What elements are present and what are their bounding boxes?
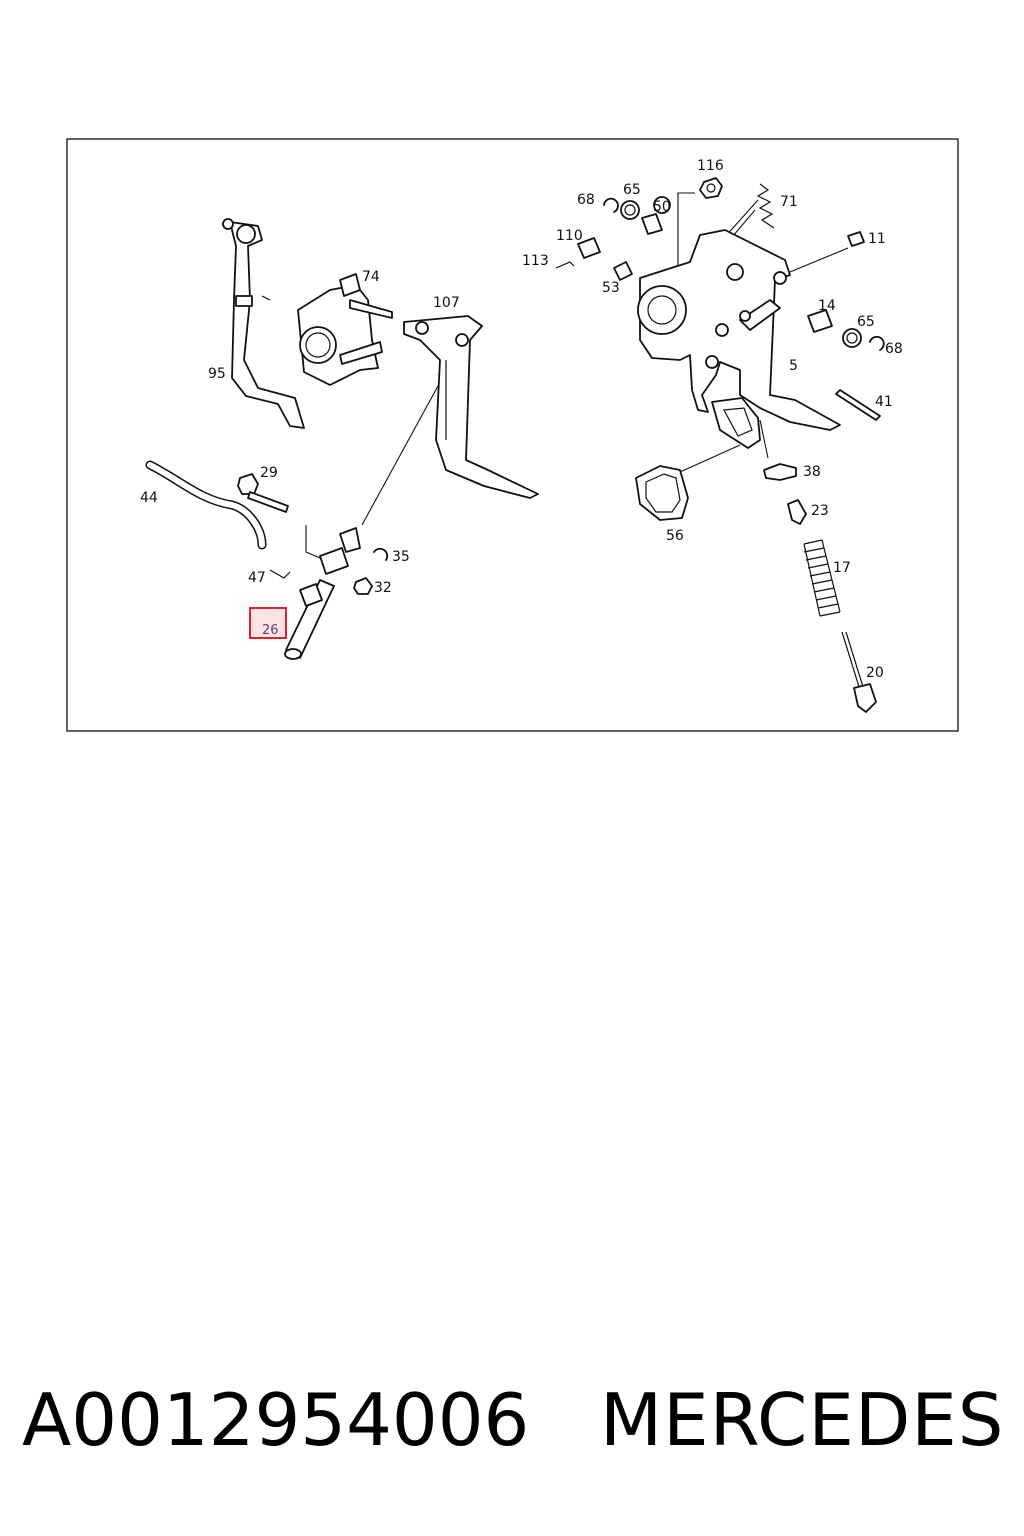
callout-113: 113 [522, 253, 549, 269]
callout-5: 5 [789, 358, 798, 374]
callout-23: 23 [811, 503, 829, 519]
callout-50: 50 [653, 199, 671, 215]
callout-56: 56 [666, 528, 684, 544]
callout-20: 20 [866, 665, 884, 681]
callout-65: 65 [623, 182, 641, 198]
brand-name: MERCEDES [600, 1378, 1005, 1462]
pedal-95-drawing [222, 218, 305, 429]
pedal-107-drawing [403, 315, 539, 499]
bolt-29-drawing [237, 473, 289, 513]
callout-68: 68 [577, 192, 595, 208]
bracket-74-drawing [297, 273, 393, 386]
hose-44-drawing [145, 460, 267, 550]
part-number: A0012954006 [22, 1378, 530, 1462]
callout-29: 29 [260, 465, 278, 481]
callout-95: 95 [208, 366, 226, 382]
callout-labels: 116 68 65 50 71 110 11 113 74 53 107 14 … [140, 158, 903, 681]
callout-26: 26 [262, 623, 279, 638]
callout-53: 53 [602, 280, 620, 296]
callout-74: 74 [362, 269, 380, 285]
part-caption: A0012954006 MERCEDES [0, 1370, 1024, 1470]
cylinder-26-drawing [269, 527, 389, 660]
callout-110: 110 [556, 228, 583, 244]
parts-diagram: 116 68 65 50 71 110 11 113 74 53 107 14 … [66, 138, 959, 732]
callout-32: 32 [374, 580, 392, 596]
spring-rod-drawing [803, 539, 877, 713]
callout-116: 116 [697, 158, 724, 174]
highlight-box-26 [249, 607, 287, 639]
callout-41: 41 [875, 394, 893, 410]
callout-35: 35 [392, 549, 410, 565]
callout-17: 17 [833, 560, 851, 576]
diagram-frame [66, 138, 959, 732]
callout-68-right: 68 [885, 341, 903, 357]
pad-56-drawing [635, 465, 689, 521]
callout-47: 47 [248, 570, 266, 586]
callout-71: 71 [780, 194, 798, 210]
callout-38: 38 [803, 464, 821, 480]
pedal-box-drawing [637, 229, 841, 449]
callout-65-right: 65 [857, 314, 875, 330]
callout-11: 11 [868, 231, 886, 247]
callout-14: 14 [818, 298, 836, 314]
small-parts-drawing [555, 177, 885, 525]
callout-44: 44 [140, 490, 158, 506]
callout-107: 107 [433, 295, 460, 311]
